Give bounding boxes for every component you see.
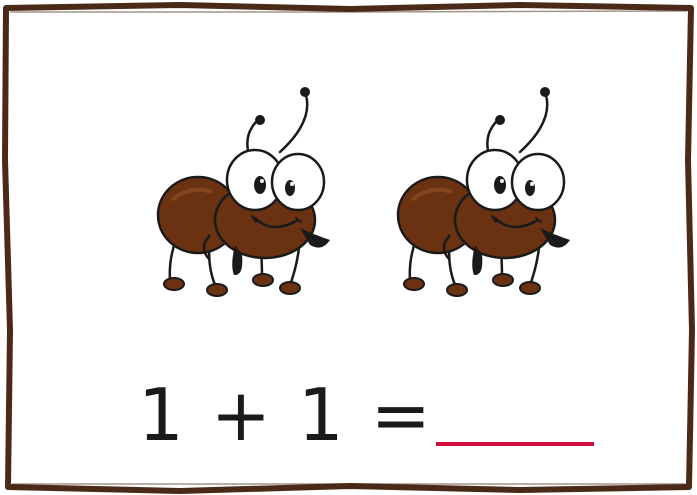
ant-icon (156, 87, 330, 297)
answer-blank-line[interactable] (436, 442, 594, 446)
equation-row: 1 + 1 = (0, 372, 697, 462)
ant-icon (396, 87, 570, 297)
equation-text: 1 + 1 = (138, 373, 433, 457)
